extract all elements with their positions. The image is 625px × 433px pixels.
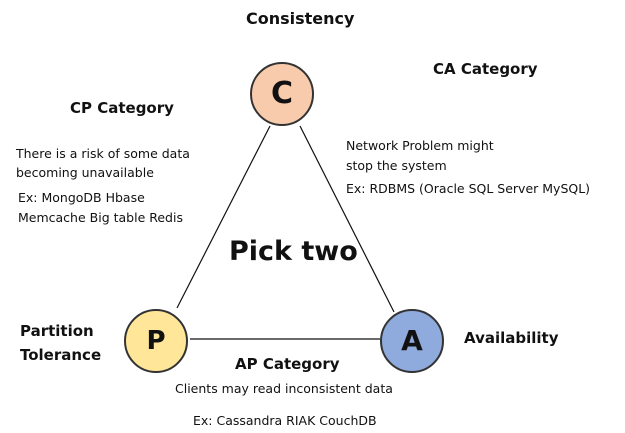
node-partition-tolerance: P [124, 309, 188, 373]
edge-c-a [299, 125, 395, 313]
ap-example: Ex: Cassandra RIAK CouchDB [193, 413, 377, 428]
availability-label: Availability [464, 329, 559, 347]
node-p-letter: P [146, 326, 166, 356]
node-availability: A [380, 309, 444, 373]
node-consistency: C [250, 62, 314, 126]
consistency-label: Consistency [246, 9, 355, 28]
cp-example-line-1: Ex: MongoDB Hbase [18, 190, 145, 205]
ap-desc: Clients may read inconsistent data [175, 381, 393, 396]
ap-category-heading: AP Category [235, 355, 340, 373]
ca-desc-line-2: stop the system [346, 158, 447, 173]
ca-example: Ex: RDBMS (Oracle SQL Server MySQL) [346, 181, 591, 196]
cp-desc-line-2: becoming unavailable [16, 165, 154, 180]
cp-category-heading: CP Category [70, 99, 174, 117]
node-a-letter: A [401, 324, 423, 357]
cp-example-line-2: Memcache Big table Redis [18, 210, 183, 225]
node-c-letter: C [270, 76, 294, 111]
pick-two-label: Pick two [229, 236, 358, 267]
edge-c-p [176, 125, 271, 309]
partition-label-line-1: Partition [20, 322, 94, 340]
ca-category-heading: CA Category [433, 60, 538, 78]
cp-desc-line-1: There is a risk of some data [16, 146, 190, 161]
ca-desc-line-1: Network Problem might [346, 138, 494, 153]
partition-label-line-2: Tolerance [20, 346, 102, 364]
